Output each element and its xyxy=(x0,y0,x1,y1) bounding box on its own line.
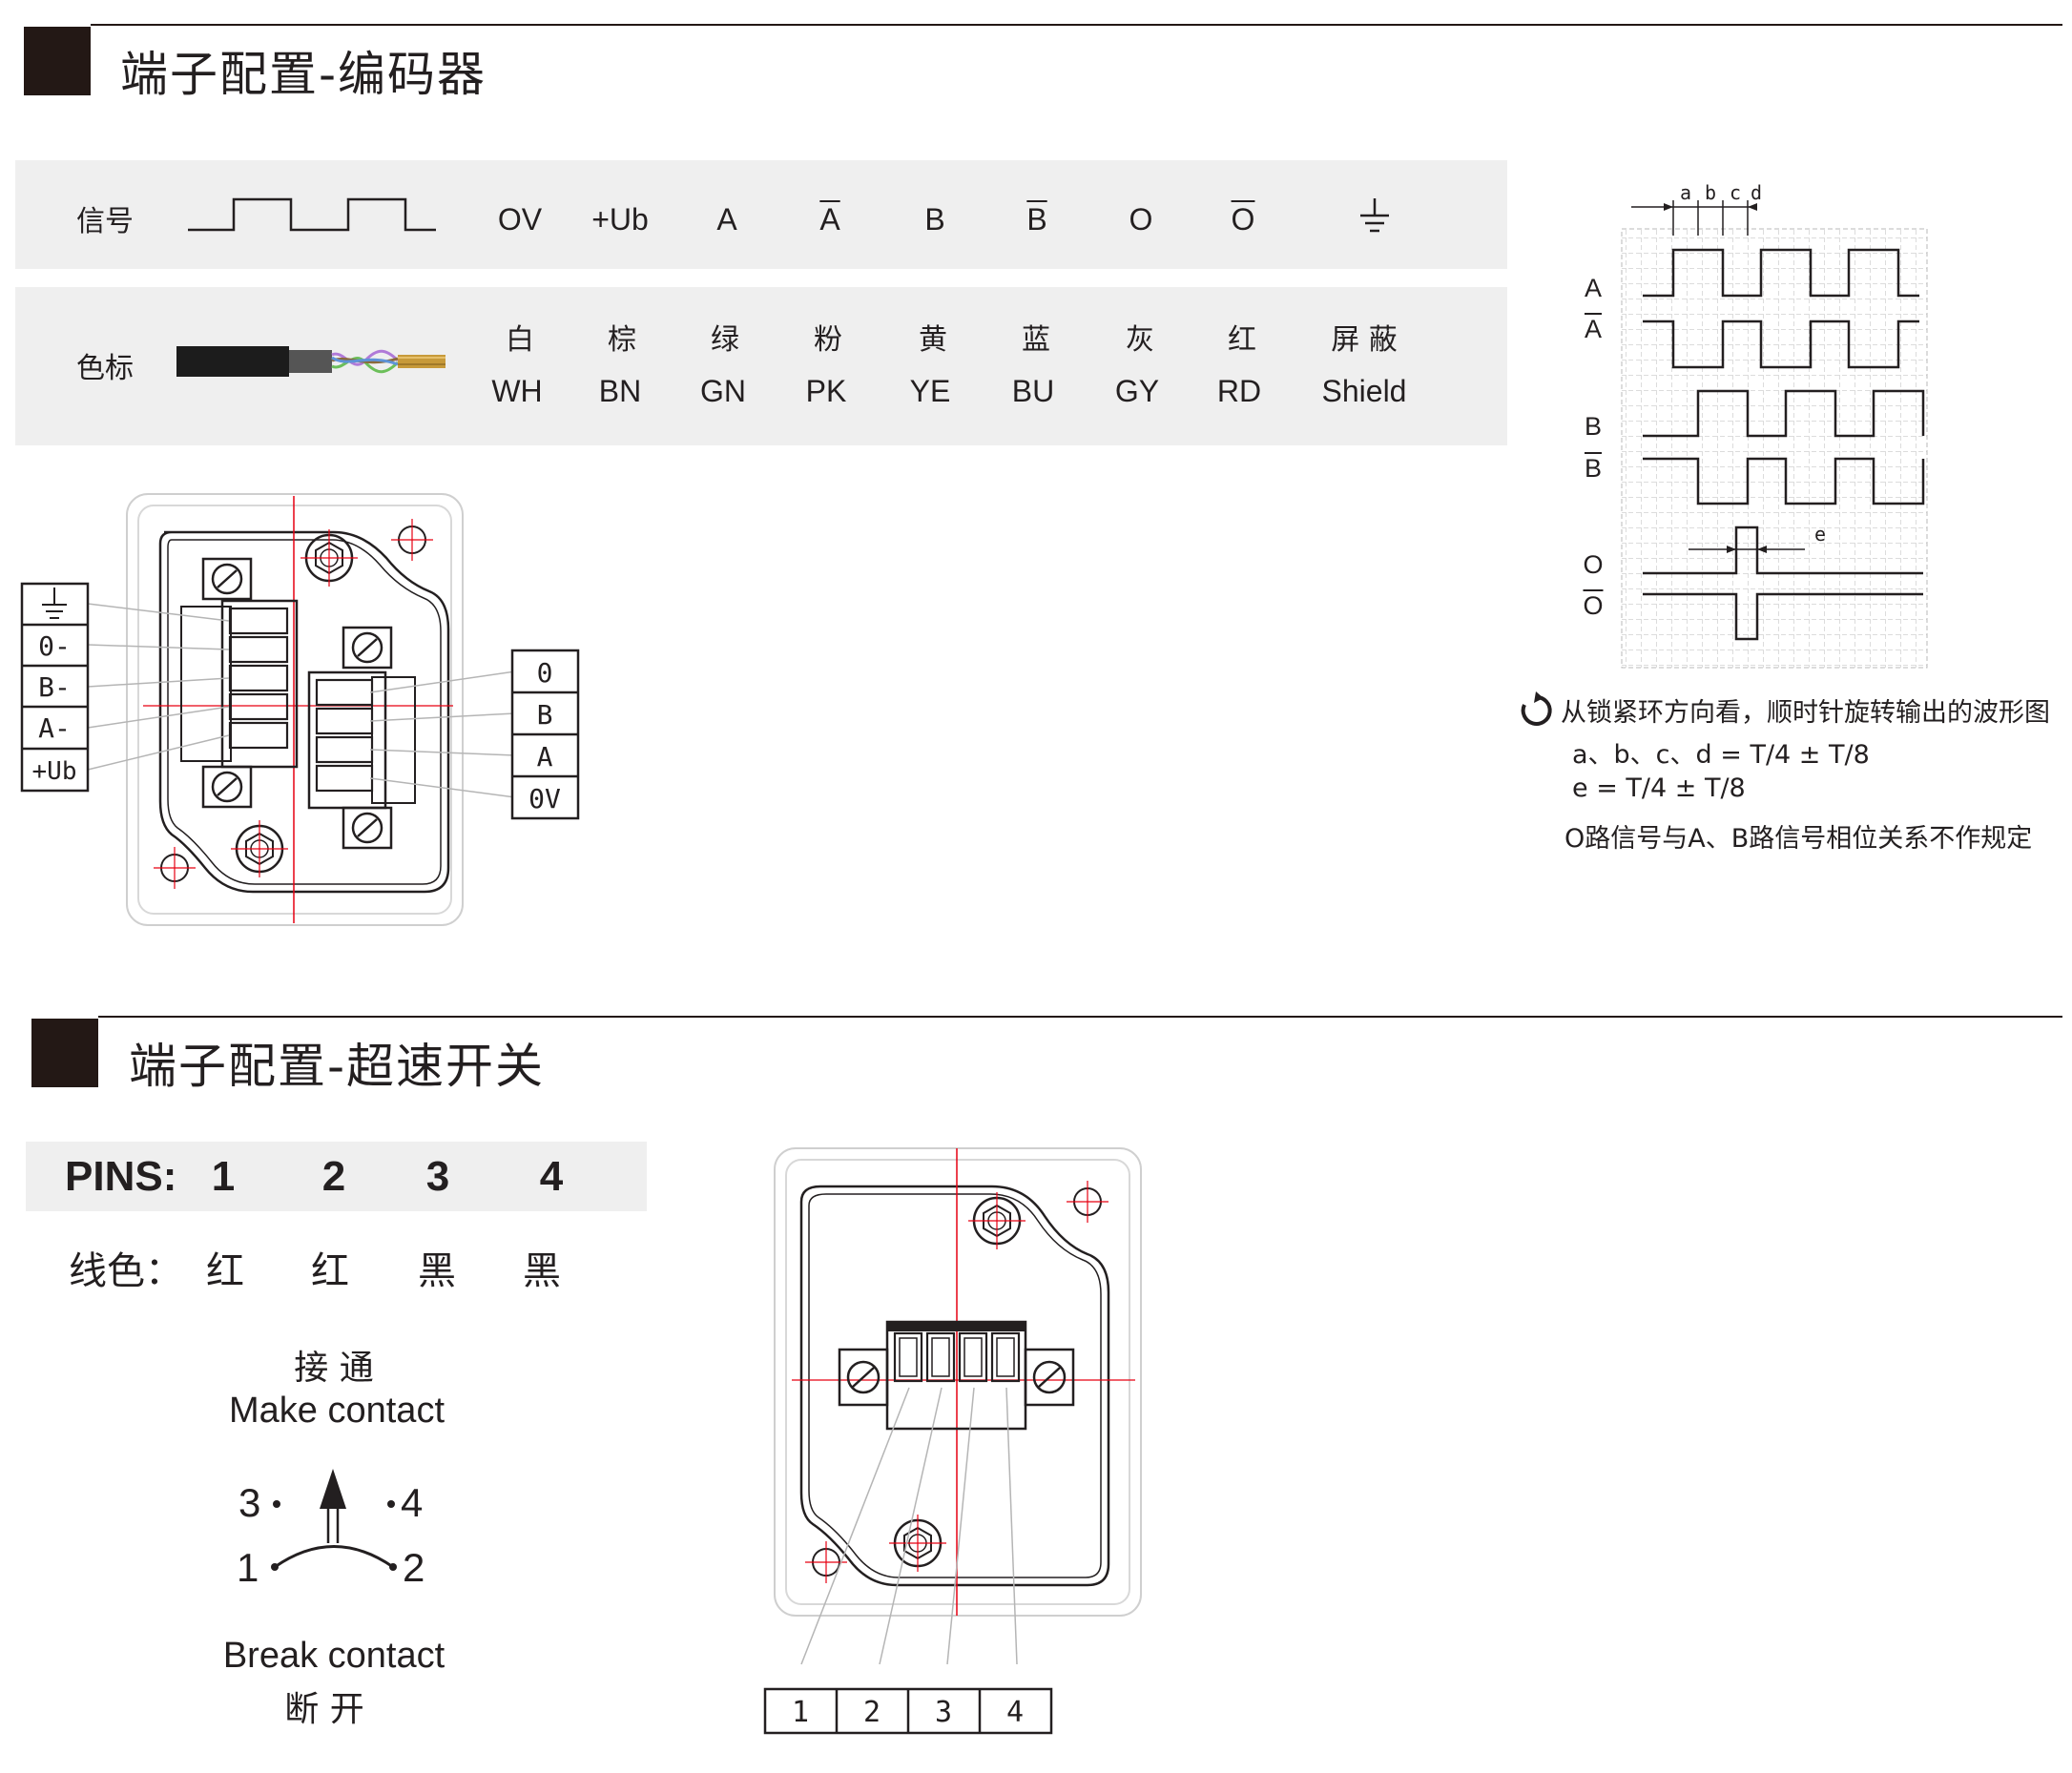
clockwise-rotation-icon xyxy=(1521,691,1552,726)
connector1-label-aminus: A- xyxy=(38,712,71,744)
wire-color-4: 黑 xyxy=(523,1249,561,1293)
color-cn-rd: 红 xyxy=(1228,323,1256,357)
signal-a-inverted: A xyxy=(819,202,840,237)
color-en-gy: GY xyxy=(1114,374,1160,408)
dim-d-label: d xyxy=(1751,181,1762,204)
color-en-wh: WH xyxy=(491,374,543,408)
connector2-pin-4: 4 xyxy=(1006,1696,1024,1729)
signal-o-inverted: O xyxy=(1231,202,1255,237)
switch-terminal-3: 3 xyxy=(238,1480,261,1525)
waveform-o xyxy=(1643,526,1923,575)
make-contact-en: Make contact xyxy=(229,1391,445,1431)
cable-icon xyxy=(176,346,445,377)
color-cn-ye: 黄 xyxy=(919,323,947,357)
waveform-note-2: e = T/4 ± T/8 xyxy=(1572,773,1746,803)
channel-label-o-inverted: O xyxy=(1583,591,1604,620)
signal-b: B xyxy=(924,202,945,237)
connector1-label-b: B xyxy=(537,699,553,731)
pulse-waveform-icon xyxy=(188,197,436,232)
color-en-shield: Shield xyxy=(1321,374,1407,408)
signal-ub: +Ub xyxy=(591,202,649,237)
waveform-note-1: a、b、c、d = T/4 ± T/8 xyxy=(1572,740,1870,770)
color-cn-bu: 蓝 xyxy=(1022,323,1050,357)
wire-color-3: 黑 xyxy=(418,1249,456,1293)
signal-row-label: 信号 xyxy=(76,205,134,238)
encoder-waveform-diagram: a b c d e xyxy=(1621,181,1928,669)
wire-color-2: 红 xyxy=(311,1249,349,1293)
color-cn-gn: 绿 xyxy=(711,323,739,357)
waveform-a-inverted xyxy=(1643,320,1919,369)
switch-terminal-4: 4 xyxy=(401,1480,424,1525)
connector1-label-ub: +Ub xyxy=(32,757,77,786)
switch-terminal-2: 2 xyxy=(403,1545,425,1590)
pin-4: 4 xyxy=(539,1153,564,1200)
dim-b-label: b xyxy=(1705,181,1716,204)
color-cn-shield: 屏 蔽 xyxy=(1331,323,1398,357)
encoder-connector-drawing: 0- B- A- +Ub 0 B A 0V xyxy=(20,493,580,926)
waveform-note-3: O路信号与A、B路信号相位关系不作规定 xyxy=(1564,824,2033,854)
pins-row-label: PINS: xyxy=(65,1153,177,1200)
color-cn-bn: 棕 xyxy=(608,323,636,357)
section-header-block xyxy=(24,27,91,95)
color-en-gn: GN xyxy=(700,374,746,408)
waveform-o-inverted xyxy=(1643,592,1923,641)
pin-2: 2 xyxy=(321,1153,346,1200)
break-contact-en: Break contact xyxy=(222,1636,445,1676)
signal-ov: OV xyxy=(497,202,543,237)
connector1-label-0v: 0V xyxy=(528,783,561,814)
signal-o: O xyxy=(1129,202,1153,237)
color-cn-pk: 粉 xyxy=(814,323,842,357)
color-cn-wh: 白 xyxy=(506,323,534,357)
make-contact-cn: 接 通 xyxy=(294,1349,374,1388)
color-en-bu: BU xyxy=(1011,374,1055,408)
section-title-encoder: 端子配置-编码器 xyxy=(120,47,487,102)
break-contact-cn: 断 开 xyxy=(284,1690,364,1729)
pins-row-band xyxy=(26,1142,647,1211)
signal-row-band xyxy=(15,160,1507,269)
connector1-label-0minus: 0- xyxy=(38,630,71,662)
color-en-ye: YE xyxy=(909,374,951,408)
connector1-label-0: 0 xyxy=(537,657,553,689)
section-header-block xyxy=(31,1019,98,1087)
dim-a-label: a xyxy=(1680,181,1691,204)
channel-label-b-inverted: B xyxy=(1584,454,1602,483)
connector2-pin-3: 3 xyxy=(935,1696,952,1729)
connector1-label-a: A xyxy=(537,741,553,773)
ground-icon xyxy=(42,588,67,619)
waveform-b-inverted xyxy=(1643,457,1925,505)
color-cn-gy: 灰 xyxy=(1126,323,1154,357)
connector2-pin-1: 1 xyxy=(792,1696,809,1729)
color-en-bn: BN xyxy=(598,374,642,408)
overspeed-connector-drawing: 1 2 3 4 xyxy=(763,1147,1142,1735)
dim-c-label: c xyxy=(1730,181,1741,204)
waveform-note-0: 从锁紧环方向看，顺时针旋转输出的波形图 xyxy=(1561,698,2050,728)
color-row-label: 色标 xyxy=(76,352,134,385)
connector1-label-bminus: B- xyxy=(38,671,71,703)
channel-label-o: O xyxy=(1583,550,1604,579)
pin-3: 3 xyxy=(425,1153,450,1200)
section-title-overspeed-switch: 端子配置-超速开关 xyxy=(129,1039,546,1094)
wire-color-1: 红 xyxy=(206,1249,244,1293)
connector2-pin-2: 2 xyxy=(863,1696,881,1729)
channel-label-b: B xyxy=(1584,412,1602,441)
dim-e-label: e xyxy=(1814,523,1826,546)
switch-terminal-1: 1 xyxy=(237,1545,259,1590)
ground-icon xyxy=(1360,198,1389,233)
channel-label-a-inverted: A xyxy=(1584,315,1602,343)
section-header-rule xyxy=(91,24,2062,26)
section-header-rule xyxy=(98,1016,2062,1018)
switch-contact-symbol xyxy=(271,1469,397,1571)
color-en-pk: PK xyxy=(805,374,847,408)
color-en-rd: RD xyxy=(1216,374,1262,408)
waveform-b xyxy=(1643,389,1925,438)
pin-1: 1 xyxy=(211,1153,236,1200)
signal-b-inverted: B xyxy=(1026,202,1047,237)
signal-a: A xyxy=(716,202,737,237)
wire-color-label: 线色： xyxy=(69,1249,183,1293)
channel-label-a: A xyxy=(1584,274,1602,302)
waveform-a xyxy=(1643,248,1919,298)
